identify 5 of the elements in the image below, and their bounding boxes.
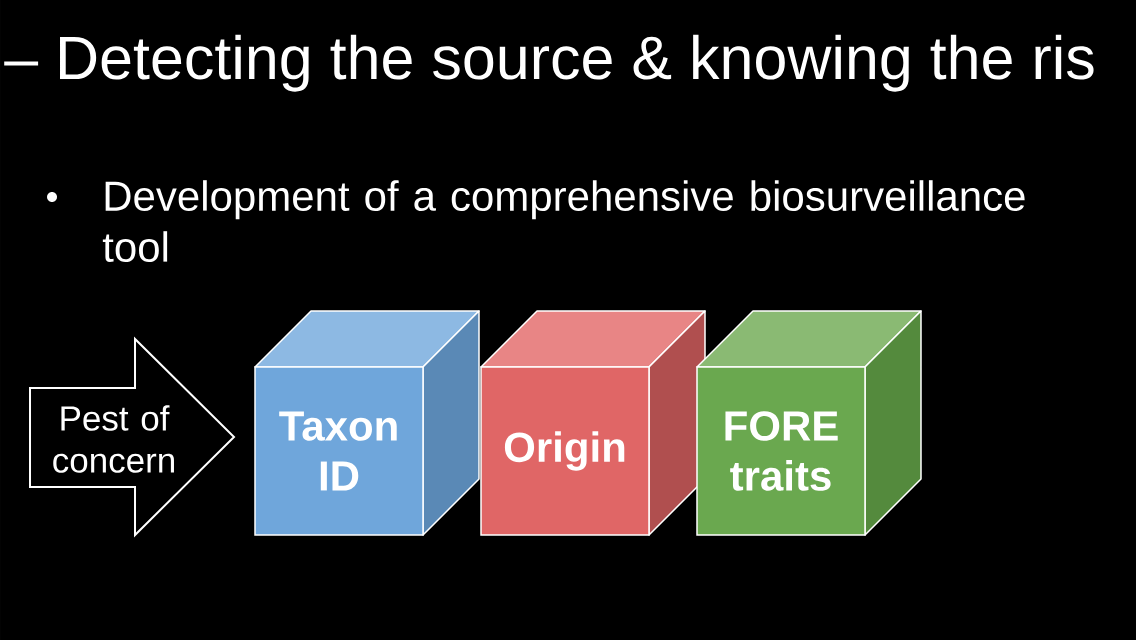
cube: FORE traits — [696, 310, 922, 536]
cube: Origin — [480, 310, 706, 536]
slide-title: – Detecting the source & knowing the ris — [4, 34, 1094, 92]
cube: Taxon ID — [254, 310, 480, 536]
bullet-text: Development of a comprehensive biosurveillance tool — [102, 180, 1025, 263]
